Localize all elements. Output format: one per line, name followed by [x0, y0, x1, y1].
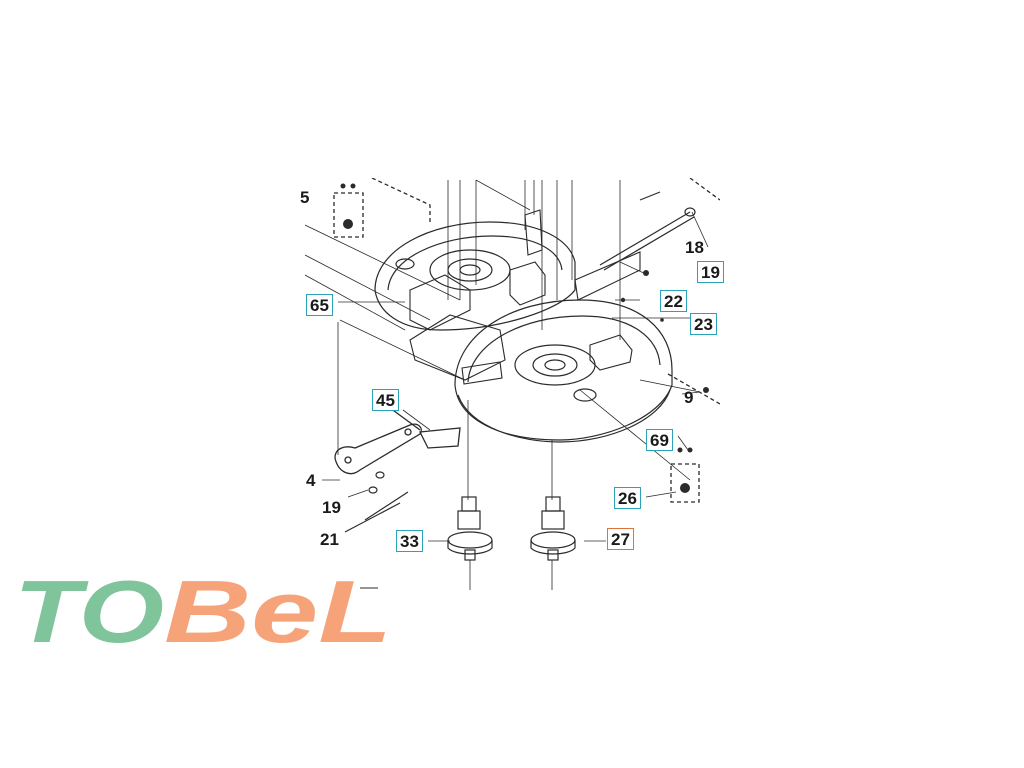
callout-69[interactable]: 69 [646, 429, 673, 451]
logo-text-orange: BeL [164, 570, 392, 650]
leader-lines [305, 179, 701, 590]
callout-4[interactable]: 4 [306, 471, 316, 490]
callout-19-top[interactable]: 19 [697, 261, 724, 283]
callout-5: 5 [300, 188, 310, 207]
hardware-fasteners [340, 183, 709, 493]
dashed-detail-boxes [333, 178, 720, 503]
callout-33[interactable]: 33 [396, 530, 423, 552]
tobel-logo: TO BeL [14, 570, 392, 650]
callout-19-bottom[interactable]: 19 [322, 498, 341, 517]
callout-23[interactable]: 23 [690, 313, 717, 335]
spindle-27 [530, 496, 576, 561]
rod-18 [599, 191, 696, 271]
callout-leaders [322, 211, 709, 542]
deck-brackets [409, 209, 641, 385]
logo-text-green: TO [14, 570, 164, 650]
callout-45[interactable]: 45 [372, 389, 399, 411]
spindle-33 [447, 496, 493, 561]
callout-26[interactable]: 26 [614, 487, 641, 509]
pin-19-21 [344, 471, 409, 533]
callout-22[interactable]: 22 [660, 290, 687, 312]
callout-18[interactable]: 18 [685, 238, 704, 257]
callout-9[interactable]: 9 [684, 388, 694, 407]
callout-27-selected[interactable]: 27 [607, 528, 634, 550]
callout-21[interactable]: 21 [320, 530, 339, 549]
left-deck-shell [374, 221, 576, 331]
callout-65[interactable]: 65 [306, 294, 333, 316]
support-arm-4 [334, 404, 461, 475]
right-deck-shell [454, 299, 673, 443]
